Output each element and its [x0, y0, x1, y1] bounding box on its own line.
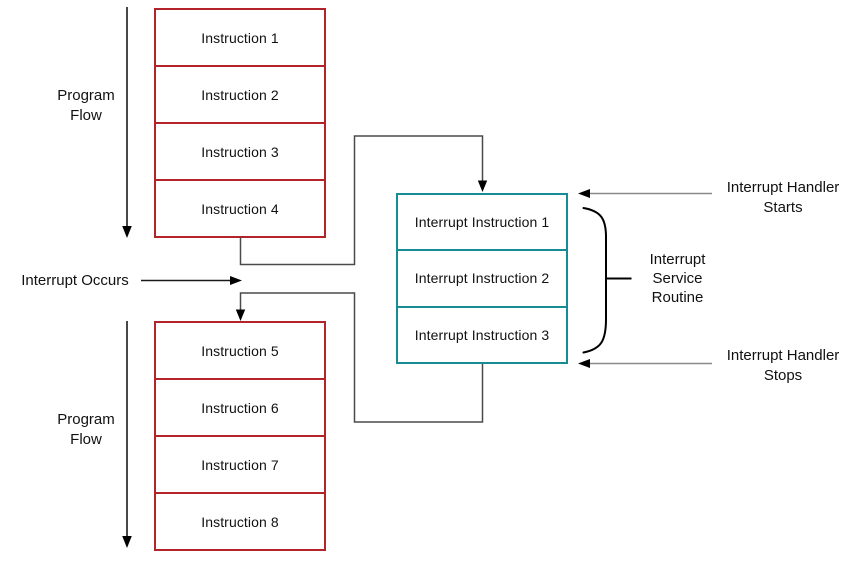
- arrowhead-down-icon: [122, 536, 132, 548]
- instruction-box: Instruction 2: [154, 65, 326, 124]
- instruction-box: Instruction 3: [154, 122, 326, 181]
- arrowhead-down-icon: [477, 180, 488, 192]
- handler-starts-line: Interrupt Handler: [726, 179, 840, 196]
- program-flow-label-bottom: Program Flow: [26, 410, 146, 450]
- arrowhead-right-icon: [230, 276, 242, 285]
- handler-starts-arrow: [578, 189, 712, 198]
- arrowhead-down-icon: [122, 226, 132, 238]
- instruction-box: Instruction 1: [154, 8, 326, 67]
- isr-label: Interrupt Service Routine: [620, 250, 735, 307]
- instruction-box: Instruction 8: [154, 492, 326, 551]
- isr-label-line: Routine: [651, 289, 704, 306]
- interrupt-occurs-label: Interrupt Occurs: [21, 272, 129, 289]
- instruction-stack-top: Instruction 1 Instruction 2 Instruction …: [154, 8, 326, 238]
- instruction-box: Instruction 6: [154, 378, 326, 437]
- instruction-box: Instruction 7: [154, 435, 326, 494]
- instruction-box: Instruction 4: [154, 179, 326, 238]
- isr-instruction-box: Interrupt Instruction 1: [396, 193, 568, 252]
- handler-starts-line: Starts: [763, 199, 803, 216]
- instruction-box: Instruction 5: [154, 321, 326, 380]
- handler-stops-arrow: [578, 359, 712, 368]
- arrowhead-down-icon: [235, 309, 246, 321]
- program-flow-label-line: Program: [57, 87, 115, 104]
- handler-stops-line: Interrupt Handler: [726, 347, 840, 364]
- arrowhead-left-icon: [578, 189, 590, 198]
- isr-instruction-box: Interrupt Instruction 2: [396, 249, 568, 308]
- program-flow-label-line: Flow: [70, 431, 102, 448]
- isr-stack: Interrupt Instruction 1 Interrupt Instru…: [396, 193, 568, 364]
- interrupt-handler-stops-label: Interrupt Handler Stops: [700, 346, 866, 386]
- isr-instruction-box: Interrupt Instruction 3: [396, 305, 568, 364]
- handler-stops-line: Stops: [763, 367, 803, 384]
- program-flow-label-line: Program: [57, 411, 115, 428]
- interrupt-occurs-arrow: [141, 276, 242, 285]
- program-flow-label-line: Flow: [70, 107, 102, 124]
- instruction-stack-bottom: Instruction 5 Instruction 6 Instruction …: [154, 321, 326, 551]
- isr-label-line: Interrupt: [649, 251, 706, 268]
- arrowhead-left-icon: [578, 359, 590, 368]
- isr-label-line: Service: [652, 270, 703, 287]
- program-flow-label-top: Program Flow: [26, 86, 146, 126]
- interrupt-handler-starts-label: Interrupt Handler Starts: [700, 178, 866, 218]
